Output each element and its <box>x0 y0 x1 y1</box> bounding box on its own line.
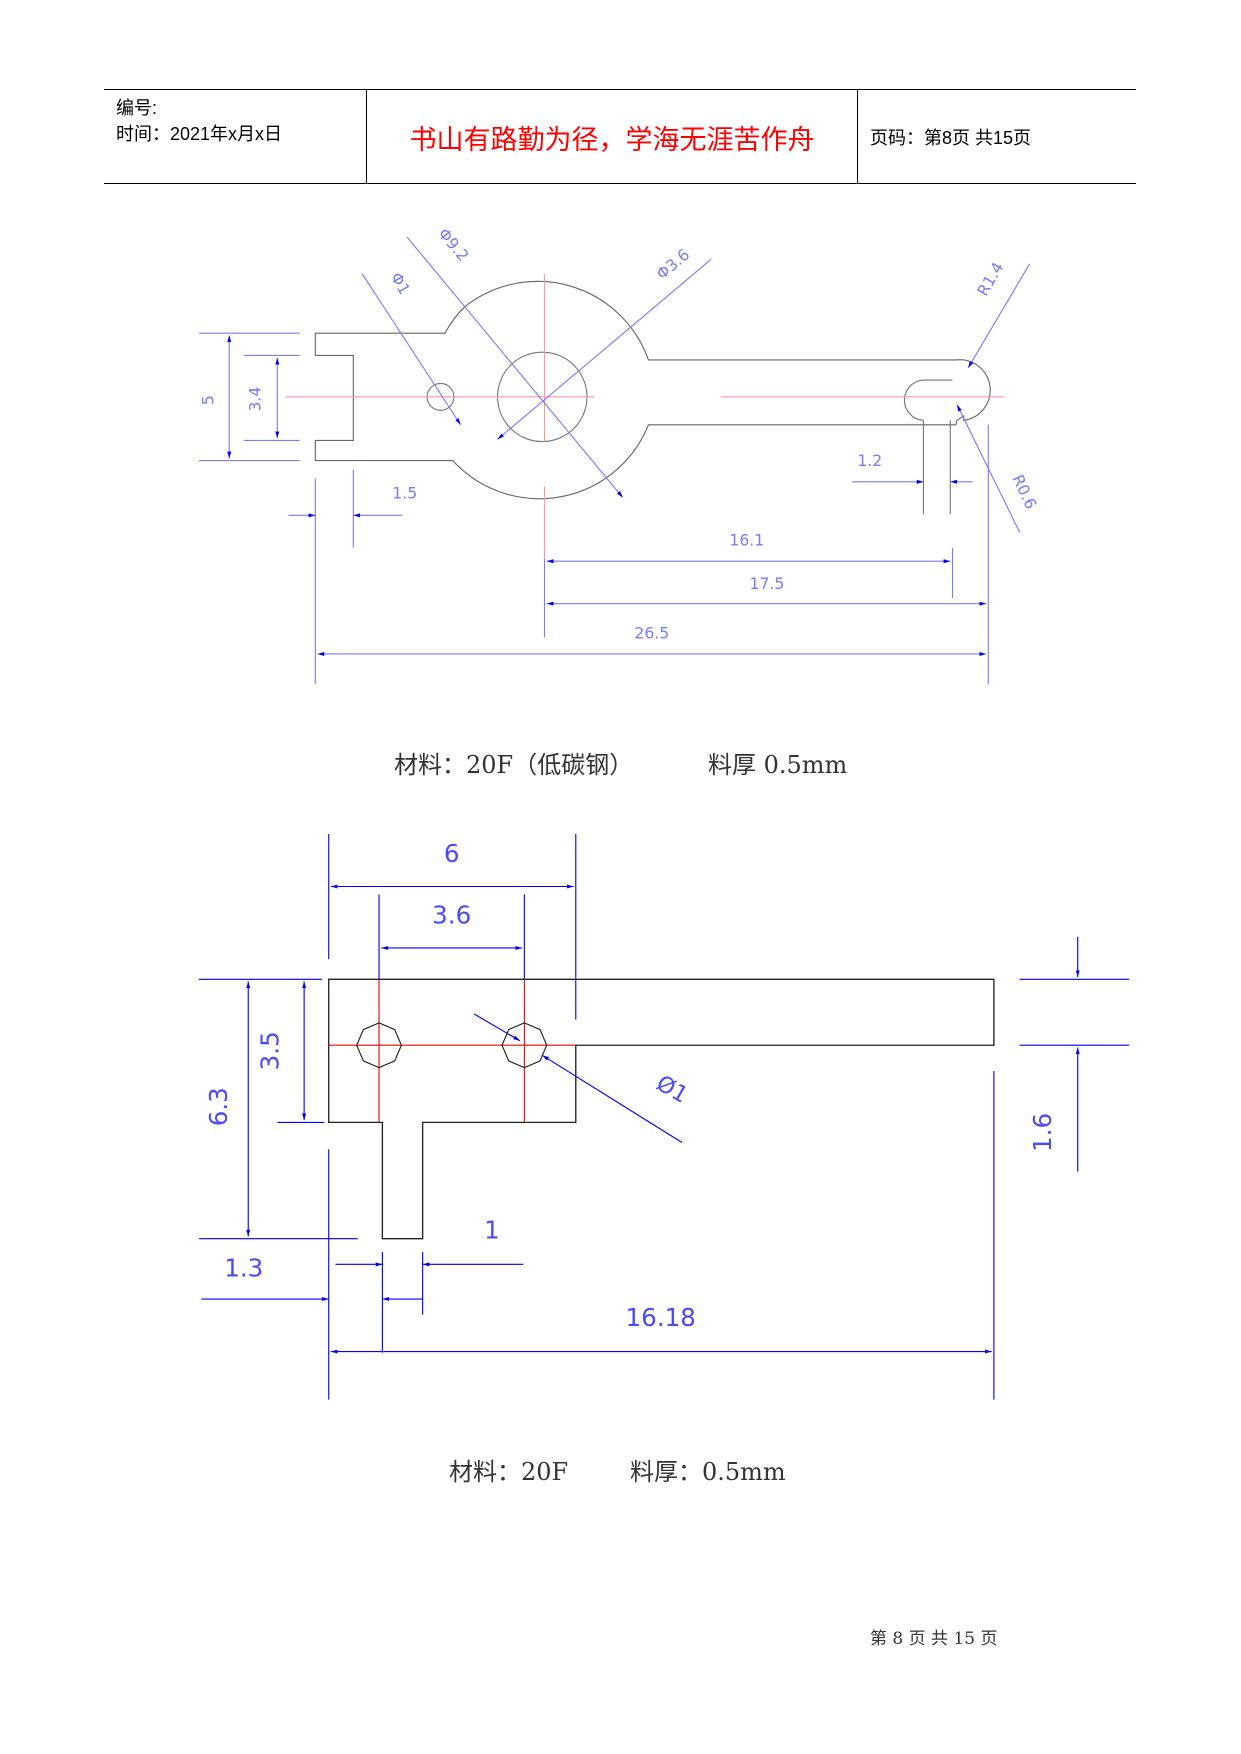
centerlines-1 <box>285 273 1004 559</box>
header-cell-page: 页码：第8页 共15页 <box>858 90 1136 183</box>
dim-arm-height-1-6: 1.6 <box>1028 1113 1057 1152</box>
hole-left <box>356 1022 402 1069</box>
dimensions-1 <box>199 236 1031 685</box>
hole-right <box>501 1022 548 1069</box>
dim-length-16-1: 16.1 <box>729 531 764 550</box>
dim-dia-1: Φ1 <box>387 269 415 298</box>
dim-length-17-5: 17.5 <box>750 574 785 593</box>
page-label: 页码：第8页 共15页 <box>870 128 1032 148</box>
dim-radius-1-4: R1.4 <box>973 259 1007 299</box>
dim-tab-offset-1-3: 1.3 <box>224 1254 263 1283</box>
dim-length-26-5: 26.5 <box>634 623 669 642</box>
dim-dia-9-2: Φ9.2 <box>434 224 472 265</box>
dim-notch-1-5: 1.5 <box>392 484 417 503</box>
footer-page-number: 第 8 页 共 15 页 <box>870 1629 998 1649</box>
caption-1-thickness: 料厚 0.5mm <box>708 751 848 779</box>
dim-radius-0-6: R0.6 <box>1008 472 1040 512</box>
dim-height-3-5: 3.5 <box>255 1031 284 1070</box>
dim-length-16-18: 16.18 <box>626 1303 696 1332</box>
drawing-1: 5 3.4 1.5 Φ1 Φ9.2 Φ3.6 R1.4 R0.6 1.2 16.… <box>199 224 1041 685</box>
caption-2-material: 材料：20F <box>449 1458 569 1486</box>
dim-slot-1-2: 1.2 <box>857 451 882 470</box>
keyhole-slot <box>903 379 953 515</box>
header-cell-motto: 书山有路勤为径，学海无涯苦作舟 <box>367 90 858 183</box>
header-table: 编号: 时间：2021年x月x日 书山有路勤为径，学海无涯苦作舟 页码：第8页 … <box>104 89 1136 184</box>
caption-2-thickness: 料厚：0.5mm <box>630 1458 786 1486</box>
dimensions-2 <box>199 833 1130 1400</box>
caption-1-material: 材料：20F（低碳钢） <box>394 751 634 779</box>
dim-height-6-3: 6.3 <box>204 1087 233 1126</box>
centerlines-2 <box>328 979 576 1123</box>
header-cell-meta: 编号: 时间：2021年x月x日 <box>104 90 367 183</box>
dim-hole-dia-1: Ø1 <box>652 1070 693 1108</box>
dim-tab-width-1: 1 <box>484 1216 500 1245</box>
motto-text: 书山有路勤为径，学海无涯苦作舟 <box>409 125 815 156</box>
dim-dia-3-6: Φ3.6 <box>653 245 694 283</box>
part-2-outline <box>328 978 995 1240</box>
date-label: 时间：2021年x月x日 <box>116 124 283 144</box>
dim-width-6: 6 <box>444 839 460 868</box>
part-1-outline <box>314 280 991 500</box>
dim-hole-spacing-3-6: 3.6 <box>432 900 471 929</box>
dim-height-3-4: 3.4 <box>246 387 265 412</box>
serial-label: 编号: <box>116 98 158 118</box>
dim-height-5: 5 <box>199 395 218 405</box>
drawing-2: 6 3.6 6.3 3.5 Ø1 1.6 1.3 1 16.18 <box>199 833 1130 1400</box>
